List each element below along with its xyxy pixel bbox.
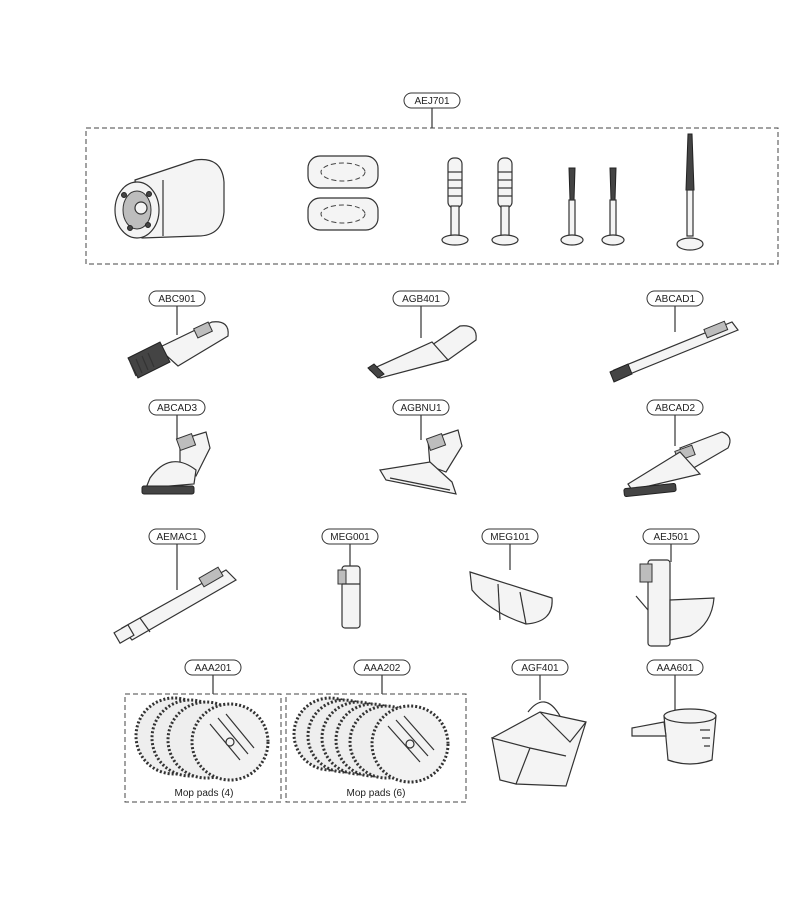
part-aaa601: AAA601 xyxy=(631,659,717,765)
part-label: ABC901 xyxy=(158,294,196,305)
brush-tool-icon xyxy=(127,321,229,379)
measuring-cup-icon xyxy=(631,708,717,765)
storage-bag-icon xyxy=(491,701,587,787)
part-label: AAA201 xyxy=(195,663,232,674)
part-aej701: AEJ701 xyxy=(85,92,779,265)
label-pill xyxy=(511,659,569,676)
part-label: ABCAD3 xyxy=(157,403,197,414)
part-aaa202: AAA202 Mop pads (6) xyxy=(285,659,467,803)
part-agf401: AGF401 xyxy=(491,659,587,787)
label-pill xyxy=(184,659,242,676)
part-label: AAA601 xyxy=(657,663,694,674)
clip-icon xyxy=(337,565,361,629)
part-agb401: AGB401 xyxy=(367,290,477,379)
part-aaa201: AAA201 Mop pads (4) xyxy=(124,659,282,803)
label-pill xyxy=(148,290,206,307)
part-abc901: ABC901 xyxy=(127,290,229,379)
part-caption: Mop pads (4) xyxy=(175,788,234,799)
screw-icon xyxy=(676,133,704,251)
part-agbnu1: AGBNU1 xyxy=(379,399,463,495)
part-label: AGF401 xyxy=(521,663,559,674)
label-pill xyxy=(481,528,539,545)
wand-icon xyxy=(113,566,237,645)
part-abcad2: ABCAD2 xyxy=(623,399,731,497)
part-aej501: AEJ501 xyxy=(635,528,715,647)
upholstery-tool-icon xyxy=(379,429,463,495)
label-pill xyxy=(646,290,704,307)
label-pill xyxy=(646,399,704,416)
label-pill xyxy=(148,528,206,545)
label-pill xyxy=(392,290,450,307)
label-pill xyxy=(148,399,206,416)
part-label: ABCAD1 xyxy=(655,294,695,305)
screw-icon xyxy=(601,167,625,246)
part-abcad3: ABCAD3 xyxy=(141,399,211,495)
part-aemac1: AEMAC1 xyxy=(113,528,237,645)
label-pill xyxy=(353,659,411,676)
part-label: AEJ501 xyxy=(653,532,688,543)
kit-box xyxy=(124,693,282,803)
kit-box xyxy=(85,127,779,265)
part-meg001: MEG001 xyxy=(321,528,379,629)
label-pill xyxy=(403,92,461,109)
part-label: AEJ701 xyxy=(414,96,449,107)
part-label: MEG001 xyxy=(330,532,370,543)
screw-icon xyxy=(491,157,519,246)
part-abcad1: ABCAD1 xyxy=(609,290,739,383)
adapter-cylinder-icon xyxy=(114,158,225,239)
holder-icon xyxy=(469,571,553,625)
part-label: AAA202 xyxy=(364,663,401,674)
extension-wand-icon xyxy=(609,320,739,383)
mop-pad-icon xyxy=(134,696,270,782)
crevice-tool-icon xyxy=(367,325,477,379)
part-meg101: MEG101 xyxy=(469,528,553,625)
part-label: AGBNU1 xyxy=(400,403,442,414)
rubber-pad-icon xyxy=(307,155,379,231)
part-label: AGB401 xyxy=(402,294,440,305)
dusting-brush-icon xyxy=(141,431,211,495)
part-label: MEG101 xyxy=(490,532,530,543)
kit-box xyxy=(285,693,467,803)
screw-icon xyxy=(560,167,584,246)
label-pill xyxy=(642,528,700,545)
screw-icon xyxy=(441,157,469,246)
part-label: ABCAD2 xyxy=(655,403,695,414)
bracket-icon xyxy=(635,559,715,647)
label-pill xyxy=(392,399,450,416)
bristle-nozzle-icon xyxy=(623,431,731,497)
part-caption: Mop pads (6) xyxy=(347,788,406,799)
mop-pad-icon xyxy=(292,696,450,784)
label-pill xyxy=(646,659,704,676)
part-label: AEMAC1 xyxy=(156,532,198,543)
label-pill xyxy=(321,528,379,545)
